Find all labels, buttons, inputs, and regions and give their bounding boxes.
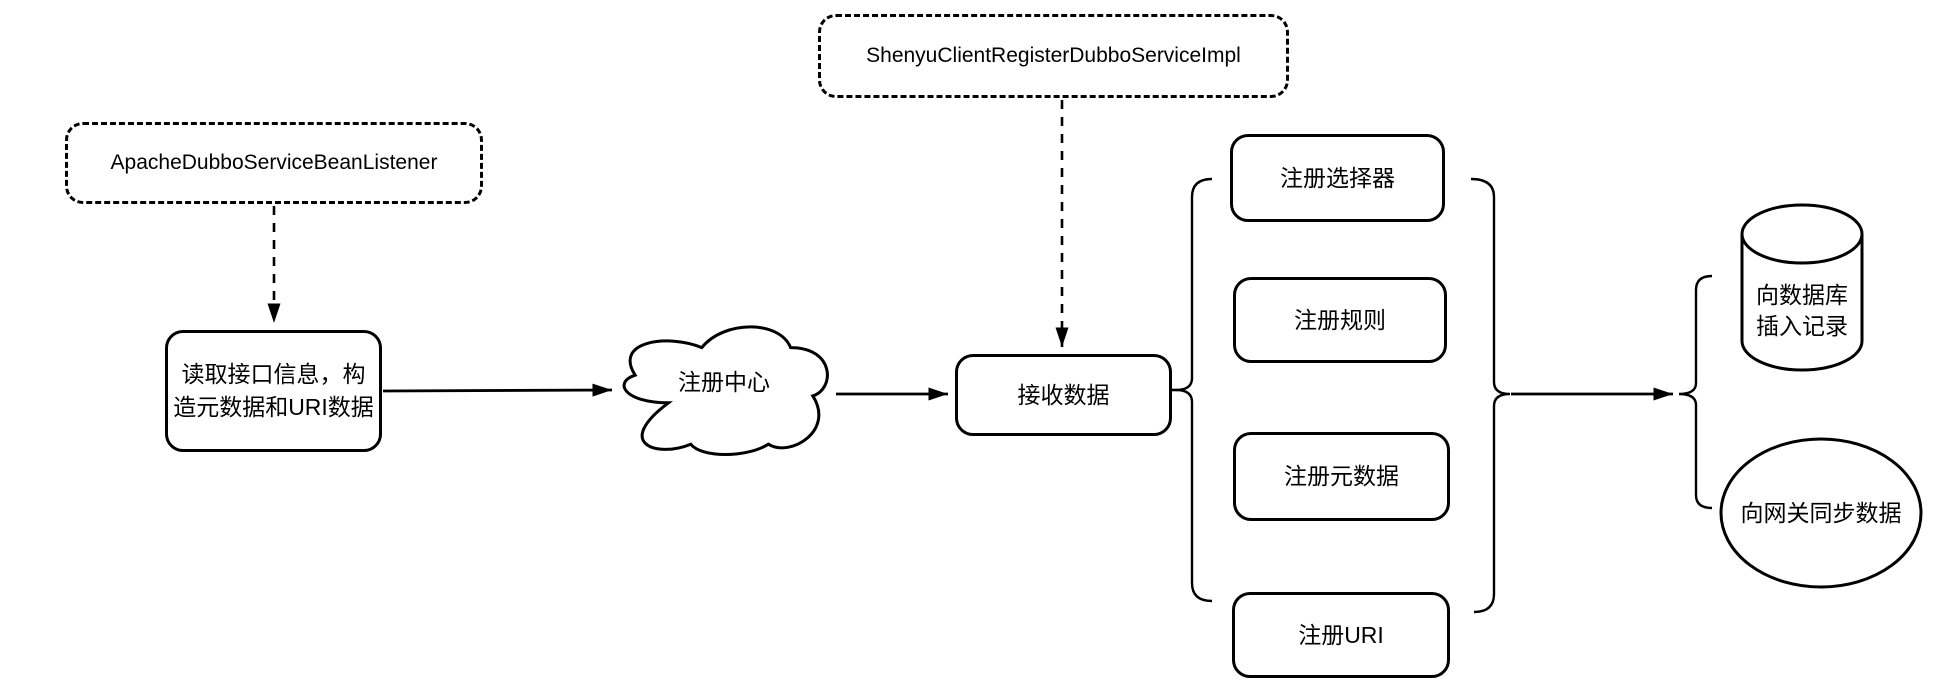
read-interface-label-line1: 读取接口信息，构 <box>181 361 366 387</box>
register-impl-label: ShenyuClientRegisterDubboServiceImpl <box>866 44 1241 67</box>
listener-label: ApacheDubboServiceBeanListener <box>110 151 438 174</box>
register-rule-box: 注册规则 <box>1233 277 1447 363</box>
registry-center-cloud-icon <box>622 325 829 457</box>
receive-data-box: 接收数据 <box>955 354 1172 436</box>
database-cylinder-icon <box>1740 203 1864 372</box>
left-curly-bracket-icon <box>1175 177 1213 603</box>
register-metadata-box: 注册元数据 <box>1233 432 1450 521</box>
register-rule-label: 注册规则 <box>1294 306 1386 333</box>
register-metadata-label: 注册元数据 <box>1284 463 1399 489</box>
register-selector-label: 注册选择器 <box>1280 164 1395 191</box>
receive-data-label: 接收数据 <box>1017 381 1110 408</box>
read-interface-box: 读取接口信息，构 造元数据和URI数据 <box>165 330 382 452</box>
register-impl-box: ShenyuClientRegisterDubboServiceImpl <box>818 14 1289 98</box>
register-selector-box: 注册选择器 <box>1230 134 1445 222</box>
register-uri-label: 注册URI <box>1298 621 1384 648</box>
read-interface-label-line2: 造元数据和URI数据 <box>173 394 374 420</box>
right-curly-bracket-icon <box>1470 177 1511 614</box>
listener-box: ApacheDubboServiceBeanListener <box>65 122 483 204</box>
gateway-sync-ellipse-icon <box>1719 437 1923 589</box>
read-to-cloud-arrow <box>382 383 613 397</box>
register-uri-box: 注册URI <box>1232 592 1450 678</box>
output-curly-bracket-icon <box>1678 274 1713 510</box>
